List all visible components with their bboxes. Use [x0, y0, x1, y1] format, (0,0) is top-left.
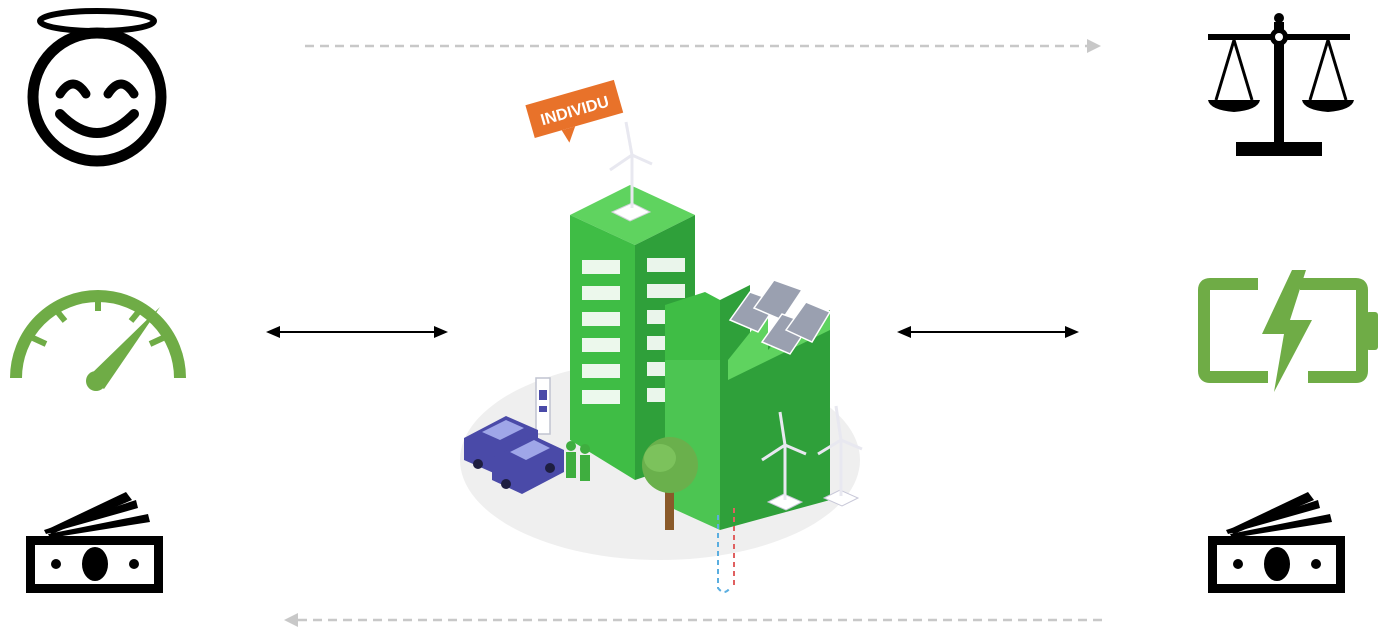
speedometer-icon [10, 290, 186, 391]
individu-sign: INDIVIDU [525, 79, 624, 143]
people [566, 441, 590, 481]
charging-station [535, 377, 551, 435]
wind-turbines [761, 405, 863, 511]
dashed-arrow-left-bottom [284, 613, 1105, 627]
double-arrow-right [897, 326, 1079, 338]
money-icon [1208, 492, 1345, 593]
balance-scale-icon [1208, 13, 1354, 156]
double-arrow-left [266, 326, 448, 338]
cars [464, 416, 564, 494]
money-icon [26, 492, 163, 593]
tree [642, 437, 698, 530]
dashed-arrow-right-top [305, 39, 1101, 53]
building-illustration: INDIVIDU [460, 79, 863, 593]
halo-smiley-icon [27, 8, 167, 167]
battery-charging-icon [1198, 270, 1378, 392]
ground-pipes [717, 508, 735, 593]
factory [665, 279, 832, 530]
